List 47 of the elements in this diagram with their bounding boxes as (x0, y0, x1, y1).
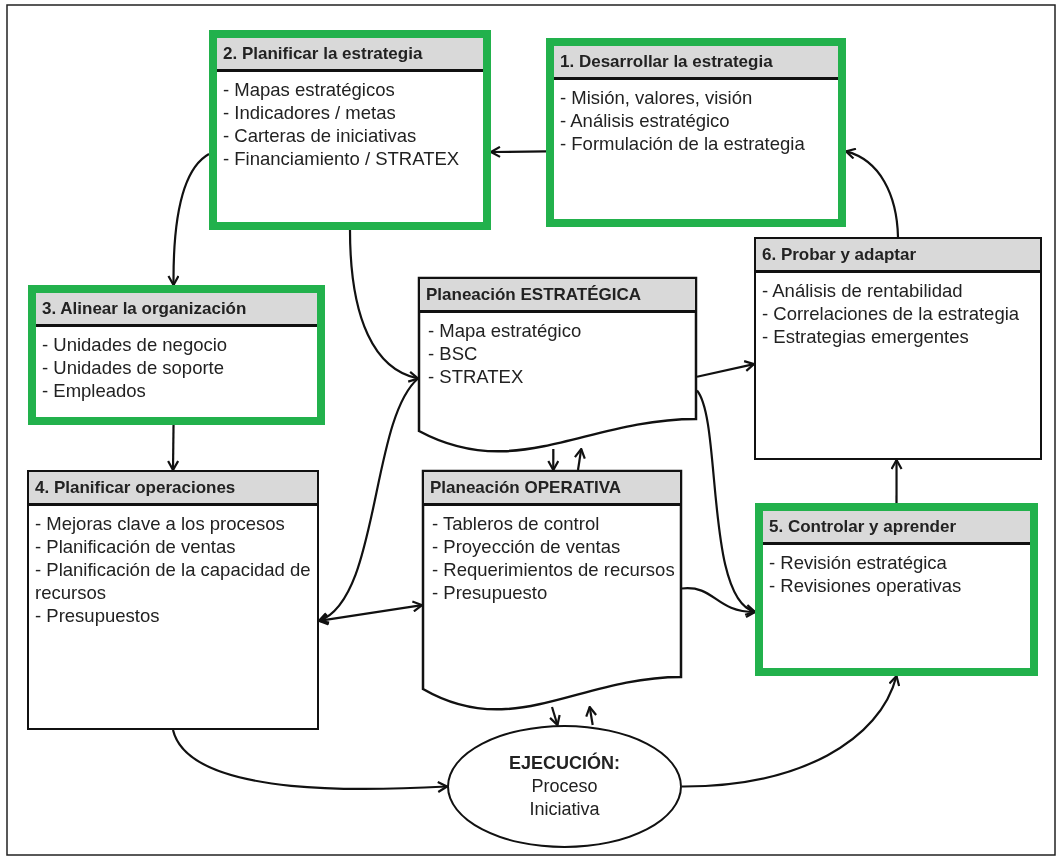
list-item: - Análisis de rentabilidad (762, 279, 964, 302)
list-item: - Empleados (42, 379, 147, 402)
arrow (548, 706, 561, 727)
arrow (167, 153, 210, 287)
list-item: - Análisis estratégico (560, 109, 731, 132)
list-item: - Unidades de negocio (42, 333, 229, 356)
arrow (696, 360, 756, 378)
arrow (890, 458, 903, 503)
list-item: - Revisiones operativas (769, 574, 963, 597)
step-box (546, 38, 846, 227)
box-title: 6. Probar y adaptar (756, 239, 1040, 273)
list-item: - Financiamiento / STRATEX (223, 147, 461, 170)
step-box (209, 30, 491, 230)
list-item: - Correlaciones de la estrategia (762, 302, 1021, 325)
ellipse-text: Iniciativa (529, 798, 600, 821)
box-title: 4. Planificar operaciones (29, 472, 317, 506)
list-item: - Formulación de la estrategia (560, 132, 806, 155)
arrow (585, 705, 598, 726)
list-item: - Misión, valores, visión (560, 86, 754, 109)
step-box (27, 470, 319, 730)
arrow (547, 449, 560, 472)
list-item: - Unidades de soporte (42, 356, 226, 379)
list-item: - Carteras de iniciativas (223, 124, 418, 147)
box-title: 5. Controlar y aprender (763, 511, 1030, 545)
box-title: 1. Desarrollar la estrategia (554, 46, 838, 80)
list-item: - Planificación de la capacidad de recursos (35, 558, 311, 604)
ellipse-text: Proceso (531, 775, 598, 798)
list-item: - Mapas estratégicos (223, 78, 396, 101)
ellipse-title: EJECUCIÓN: (509, 752, 620, 775)
list-item: - Mejoras clave a los procesos (35, 512, 286, 535)
step-box (754, 237, 1042, 460)
arrow (573, 447, 586, 471)
step-box (28, 285, 325, 425)
arrow (348, 229, 420, 382)
list-item: - Revisión estratégica (769, 551, 948, 574)
arrow (167, 425, 180, 472)
arrow (681, 674, 900, 788)
arrow (681, 587, 757, 618)
box-title: 3. Alinear la organización (36, 293, 317, 327)
arrow (696, 390, 757, 614)
list-item: - Indicadores / metas (223, 101, 397, 124)
list-item: - Presupuestos (35, 604, 161, 627)
list-item: - Estrategias emergentes (762, 325, 970, 348)
step-box (755, 503, 1038, 676)
box-title: 2. Planificar la estrategia (217, 38, 483, 72)
arrow (172, 729, 449, 794)
list-item: - Planificación de ventas (35, 535, 237, 558)
